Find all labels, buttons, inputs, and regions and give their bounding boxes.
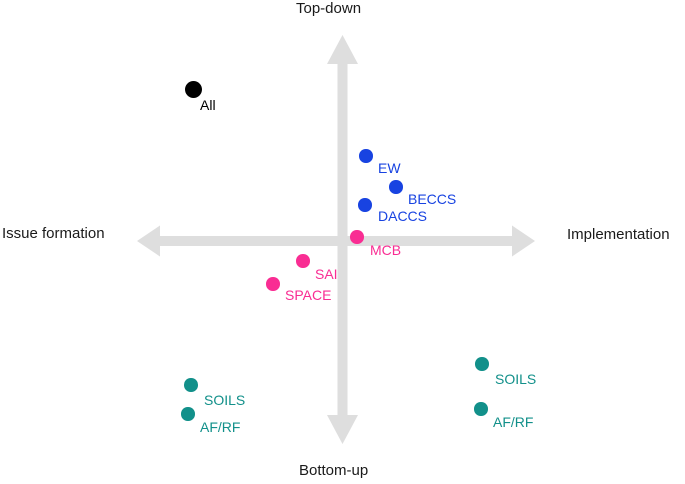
point-label-mcb-center-right: MCB	[370, 242, 402, 258]
point-label-af-rf-bottom-left: AF/RF	[200, 419, 241, 435]
horizontal-axis-shaft	[158, 236, 514, 246]
point-label-space-bottom-left: SPACE	[285, 287, 332, 303]
point-dot-daccs-top-right	[358, 198, 372, 212]
left-arrowhead-icon	[137, 225, 160, 257]
point-label-all-top-left: All	[200, 97, 216, 113]
point-label-daccs-top-right: DACCS	[378, 208, 428, 224]
point-dot-space-bottom-left	[266, 277, 280, 291]
axis-label-top-down: Top-down	[296, 0, 362, 17]
point-label-beccs-top-right: BECCS	[408, 191, 457, 207]
point-dot-beccs-top-right	[389, 180, 403, 194]
point-dot-af-rf-bottom-left	[181, 407, 195, 421]
point-label-soils-bottom-right: SOILS	[495, 371, 537, 387]
down-arrowhead-icon	[327, 415, 358, 444]
point-label-sai-bottom-left: SAI	[315, 266, 338, 282]
point-dot-soils-bottom-right	[475, 357, 489, 371]
vertical-axis-shaft	[337, 62, 348, 417]
point-label-af-rf-bottom-right: AF/RF	[493, 414, 534, 430]
axis-label-issue-formation: Issue formation	[2, 225, 105, 242]
point-label-soils-bottom-left: SOILS	[204, 392, 246, 408]
point-dot-ew-top-right	[359, 149, 373, 163]
axis-label-bottom-up: Bottom-up	[299, 462, 369, 479]
right-arrowhead-icon	[512, 225, 535, 257]
point-dot-all-top-left	[184, 80, 202, 98]
point-dot-soils-bottom-left	[184, 378, 198, 392]
point-dot-sai-bottom-left	[296, 254, 310, 268]
up-arrowhead-icon	[327, 35, 358, 64]
point-label-ew-top-right: EW	[378, 160, 401, 176]
axis-label-implementation: Implementation	[567, 226, 670, 243]
point-dot-mcb-center-right	[350, 230, 364, 244]
point-dot-af-rf-bottom-right	[474, 402, 488, 416]
